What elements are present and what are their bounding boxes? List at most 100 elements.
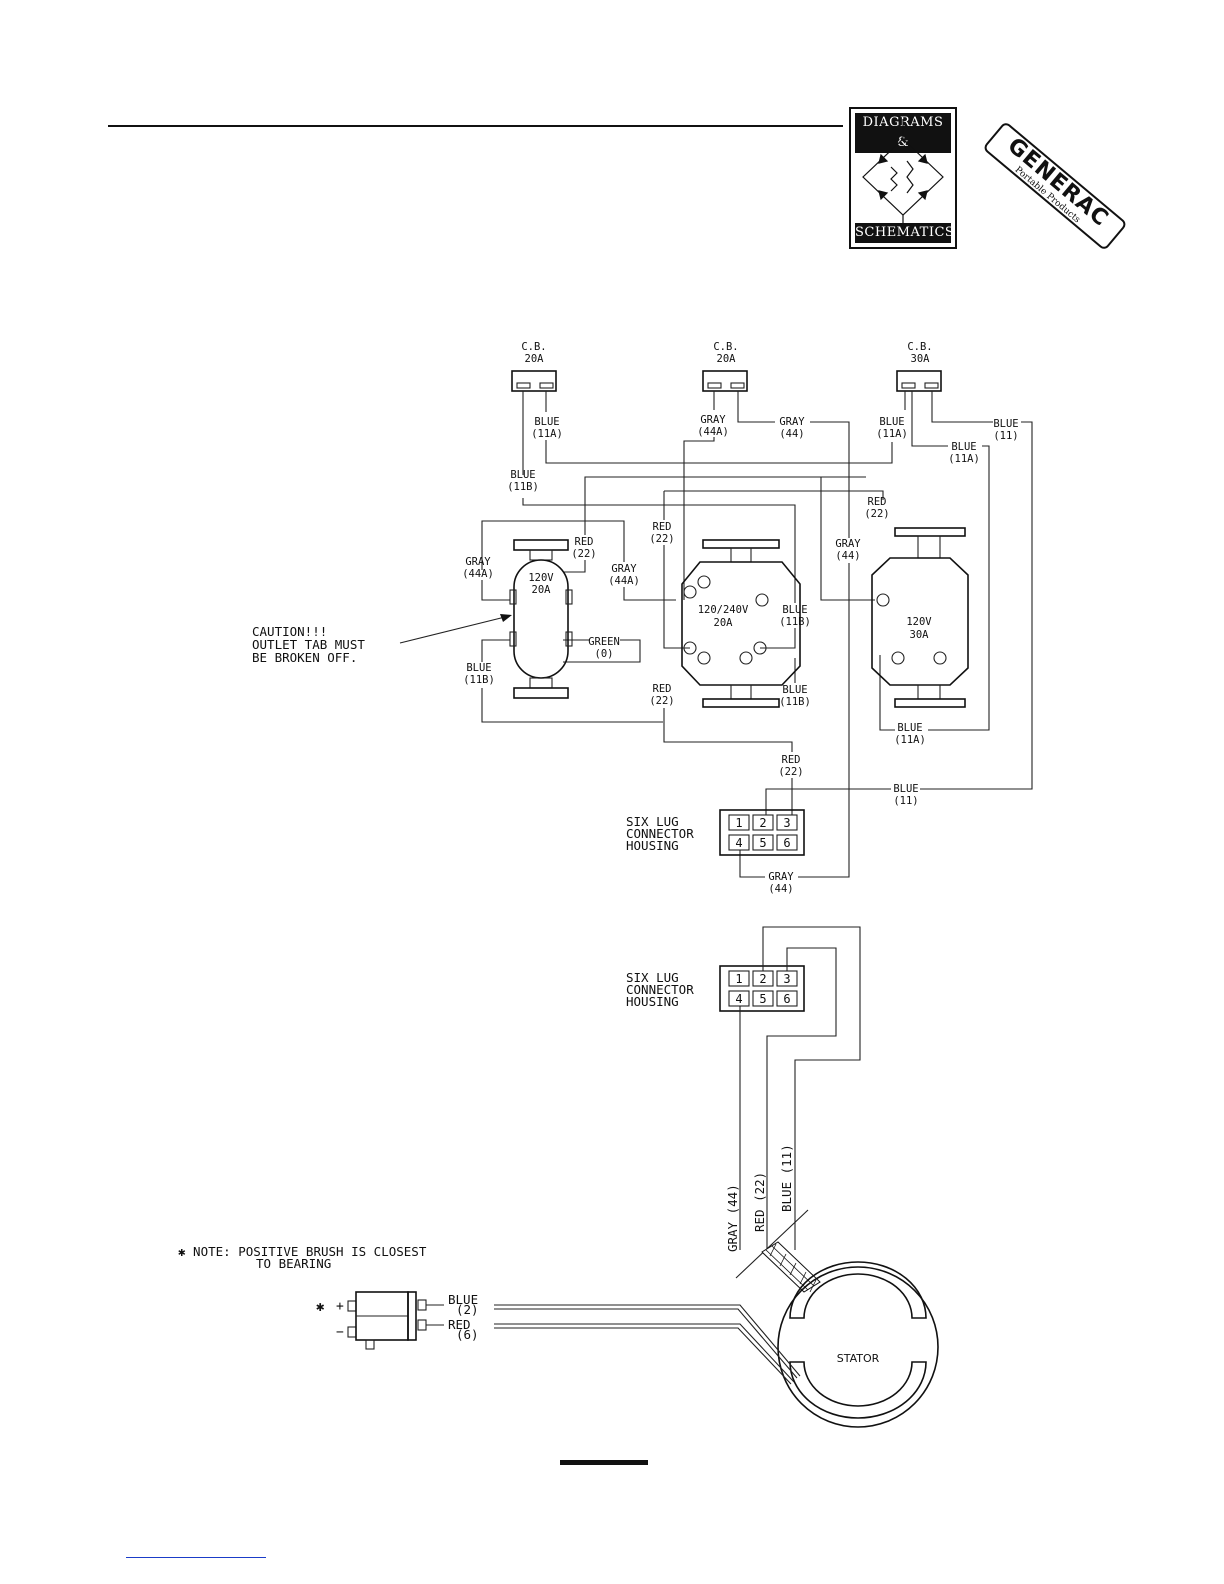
pin-number: 3 xyxy=(783,972,790,986)
pin-number: 5 xyxy=(759,836,766,850)
wire-label: (44) xyxy=(768,883,793,895)
outlet-120v-30a: 120V 30A xyxy=(871,527,969,708)
wire-label: BLUE xyxy=(897,722,922,734)
wire-label: RED xyxy=(653,683,672,695)
wire-label: (11B) xyxy=(463,674,495,686)
pin-number: 5 xyxy=(759,992,766,1006)
footer-link[interactable] xyxy=(126,1557,266,1558)
note-line: TO BEARING xyxy=(256,1256,331,1271)
wire-label: BLUE xyxy=(893,783,918,795)
wire-label: (22) xyxy=(778,766,803,778)
pin-number: 6 xyxy=(783,836,790,850)
brush-lead-label: BLUE xyxy=(448,1292,478,1307)
wire-label: (11A) xyxy=(948,453,980,465)
wire-label: (11B) xyxy=(507,481,539,493)
brush-lead-label: (6) xyxy=(456,1327,479,1342)
wire-label: BLUE xyxy=(534,416,559,428)
pin-number: 1 xyxy=(735,816,742,830)
breaker-cb1: C.B. 20A xyxy=(511,341,557,392)
wire-label: RED xyxy=(868,496,887,508)
outlet-rating: 120/240V xyxy=(698,604,749,616)
wire-labels-upper: BLUE (11A) BLUE (11B) GRAY (44A) GRAY (4… xyxy=(462,414,1018,895)
wire-label: GRAY xyxy=(700,414,726,426)
plus-sign: + xyxy=(336,1299,344,1314)
page-number-bar xyxy=(560,1460,648,1465)
outlet-rating: 120V xyxy=(906,616,932,628)
outlet-120-240v: 120/240V 20A xyxy=(681,539,801,708)
wire-label: (11B) xyxy=(779,616,811,628)
wire-label: RED xyxy=(575,536,594,548)
wire-label: (44) xyxy=(779,428,804,440)
wire-label: (22) xyxy=(649,695,674,707)
six-lug-connector-lower: SIX LUG CONNECTOR HOUSING 1 2 3 4 5 6 xyxy=(626,965,805,1012)
star-marker: ✱ xyxy=(316,1299,325,1315)
pin-number: 1 xyxy=(735,972,742,986)
caution-line: CAUTION!!! xyxy=(252,624,327,639)
wire-label: BLUE xyxy=(993,418,1018,430)
caution-note: CAUTION!!! OUTLET TAB MUST BE BROKEN OFF… xyxy=(252,624,365,665)
breaker-label: C.B. xyxy=(521,341,546,353)
pin-number: 6 xyxy=(783,992,790,1006)
logo-bridge-icon xyxy=(862,119,944,227)
wire-label: (22) xyxy=(864,508,889,520)
brush-lead-label: (2) xyxy=(456,1302,479,1317)
caution-line: BE BROKEN OFF. xyxy=(252,650,357,665)
connector-label: SIX LUG xyxy=(626,814,679,829)
wire-label: BLUE xyxy=(782,684,807,696)
lead-label: BLUE (11) xyxy=(779,1144,794,1212)
wire-label: (11B) xyxy=(779,696,811,708)
caution-line: OUTLET TAB MUST xyxy=(252,637,365,652)
connector-label: HOUSING xyxy=(626,994,679,1009)
wire-label: (11) xyxy=(893,795,918,807)
wire-label: BLUE xyxy=(510,469,535,481)
breaker-rating: 20A xyxy=(525,353,545,365)
pin-number: 2 xyxy=(759,972,766,986)
pin-number: 4 xyxy=(735,992,742,1006)
wire-label: BLUE xyxy=(466,662,491,674)
outlet-rating: 20A xyxy=(714,617,734,629)
note-line: ✱ NOTE: POSITIVE BRUSH IS CLOSEST xyxy=(178,1244,427,1259)
connector-label: CONNECTOR xyxy=(626,982,694,997)
breaker-cb3: C.B. 30A xyxy=(896,341,942,392)
pin-number: 3 xyxy=(783,816,790,830)
pin-number: 2 xyxy=(759,816,766,830)
wire-label: (44) xyxy=(835,550,860,562)
wire-label: RED xyxy=(653,521,672,533)
wire-label: RED xyxy=(782,754,801,766)
wire-label: GRAY xyxy=(779,416,805,428)
wire-label: GRAY xyxy=(611,563,637,575)
wire-label: GRAY xyxy=(465,556,491,568)
wire-label: (11) xyxy=(993,430,1018,442)
breaker-rating: 30A xyxy=(911,353,931,365)
wire-label: (44A) xyxy=(608,575,640,587)
outlet-rating: 120V xyxy=(528,572,554,584)
wire-label: (22) xyxy=(649,533,674,545)
wiring-upper xyxy=(399,391,1033,878)
breaker-cb2: C.B. 20A xyxy=(702,341,748,392)
outlet-rating: 20A xyxy=(532,584,552,596)
stator-leads: GRAY (44) RED (22) BLUE (11) xyxy=(725,926,861,1293)
wire-label: (44A) xyxy=(462,568,494,580)
connector-label: CONNECTOR xyxy=(626,826,694,841)
wire-label: (11A) xyxy=(894,734,926,746)
breaker-label: C.B. xyxy=(907,341,932,353)
wire-label: BLUE xyxy=(879,416,904,428)
pin-number: 4 xyxy=(735,836,742,850)
outlet-rating: 30A xyxy=(910,629,930,641)
six-lug-connector-upper: SIX LUG CONNECTOR HOUSING 1 2 3 4 5 6 xyxy=(626,809,805,856)
wire-label: (0) xyxy=(595,648,614,660)
wire-label: BLUE xyxy=(951,441,976,453)
wire-label: GREEN xyxy=(588,636,620,648)
stator-label: STATOR xyxy=(837,1352,880,1365)
logo-bottom-text: SCHEMATICS xyxy=(855,223,954,243)
brush-assembly: ✱ NOTE: POSITIVE BRUSH IS CLOSEST TO BEA… xyxy=(178,1244,801,1385)
brush-lead-label: RED xyxy=(448,1317,471,1332)
wire-label: (11A) xyxy=(876,428,908,440)
stator: STATOR xyxy=(777,1261,939,1428)
breaker-label: C.B. xyxy=(713,341,738,353)
wire-label: (11A) xyxy=(531,428,563,440)
lead-label: RED (22) xyxy=(752,1172,767,1232)
minus-sign: − xyxy=(336,1325,344,1340)
wire-label: GRAY xyxy=(768,871,794,883)
